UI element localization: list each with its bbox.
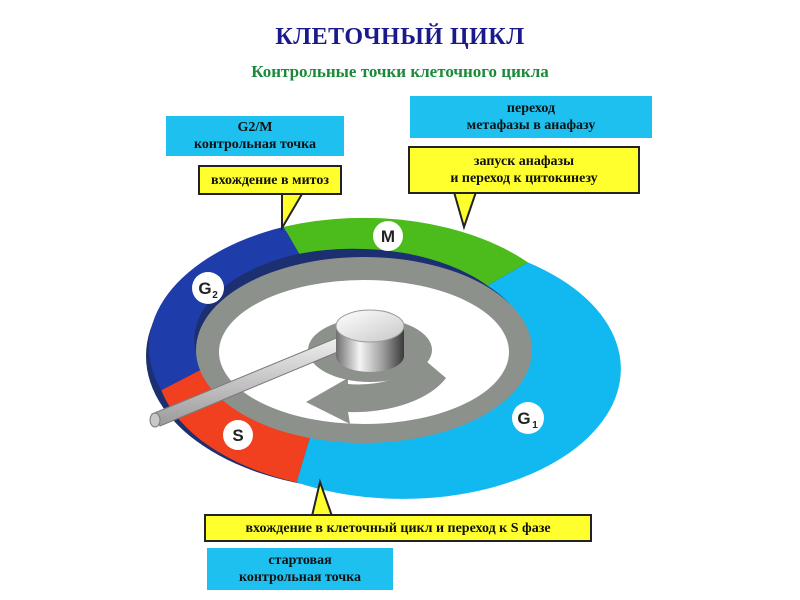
svg-text:G: G	[517, 409, 530, 428]
anaphase-start-line-2: и переход к цитокинезу	[450, 171, 598, 186]
anaphase-start-pointer	[452, 191, 478, 231]
phase-label-m: M	[373, 221, 403, 251]
diagram-title: КЛЕТОЧНЫЙ ЦИКЛ	[275, 24, 525, 50]
metaphase-anaphase-line-2: метафазы в анафазу	[466, 118, 596, 133]
anaphase-start-line-1: запуск анафазы	[473, 154, 575, 169]
metaphase-anaphase-line-1: переход	[506, 101, 556, 116]
phase-arc-m	[283, 217, 528, 286]
anaphase-start-callout: запуск анафазы и переход к цитокинезу	[408, 146, 640, 194]
dial-knob	[335, 309, 405, 372]
cycle-direction-arrow	[306, 356, 446, 424]
cycle-entry-callout: вхождение в клеточный цикл и переход к S…	[204, 514, 592, 542]
svg-text:S: S	[232, 426, 243, 445]
g2m-checkpoint-label: G2/M контрольная точка	[166, 116, 344, 156]
diagram-subtitle: Контрольные точки клеточного цикла	[251, 62, 549, 81]
g2m-checkpoint-line-2: контрольная точка	[193, 137, 317, 152]
svg-text:1: 1	[532, 420, 538, 431]
svg-text:M: M	[381, 227, 395, 246]
mitosis-entry-callout: вхождение в митоз	[198, 165, 342, 195]
start-checkpoint-line-2: контрольная точка	[238, 570, 362, 585]
metaphase-anaphase-label: переход метафазы в анафазу	[410, 96, 652, 138]
phase-label-g2: G 2	[192, 272, 224, 304]
phase-label-s: S	[223, 420, 253, 450]
mitosis-entry-text: вхождение в митоз	[211, 172, 329, 188]
g2m-checkpoint-line-1: G2/M	[237, 120, 273, 135]
start-checkpoint-line-1: стартовая	[268, 553, 332, 568]
cycle-entry-text: вхождение в клеточный цикл и переход к S…	[245, 520, 551, 536]
phase-label-g1: G 1	[512, 402, 544, 434]
svg-text:2: 2	[212, 290, 218, 301]
phase-arc-g2	[148, 226, 300, 391]
svg-text:G: G	[198, 279, 211, 298]
mitosis-entry-pointer	[281, 193, 304, 232]
start-checkpoint-label: стартовая контрольная точка	[207, 548, 393, 590]
